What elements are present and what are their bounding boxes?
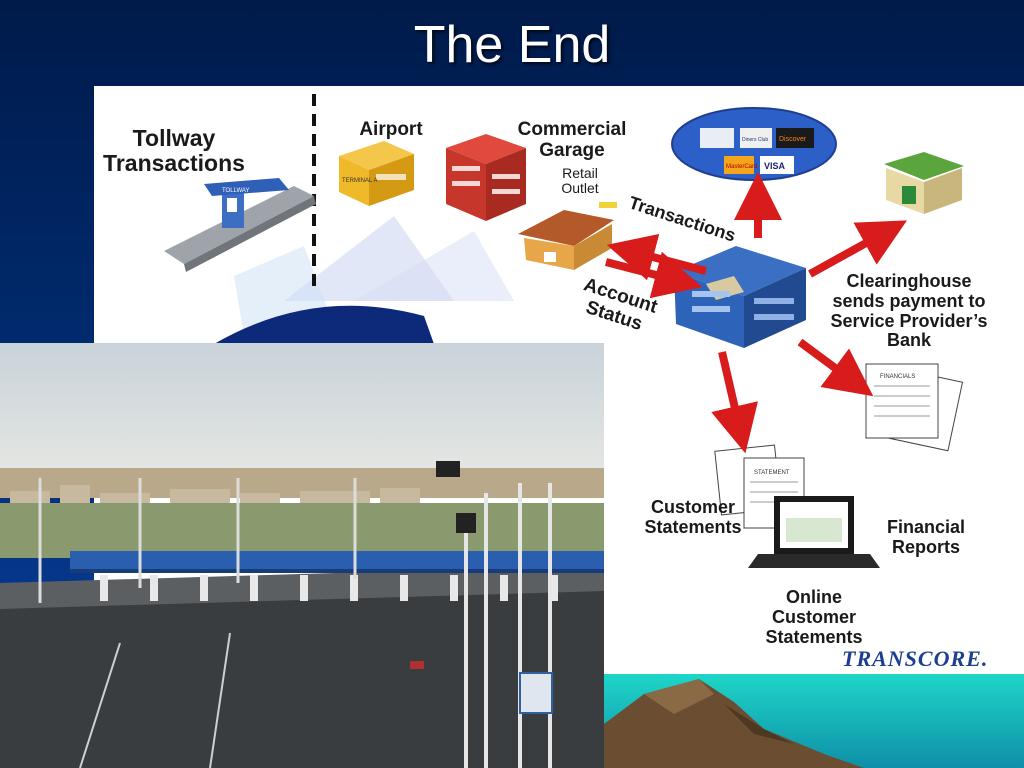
arrow-account-status bbox=[604, 251, 703, 299]
commercial-garage-label: Commercial Garage bbox=[517, 119, 627, 161]
arrow-to-bank bbox=[808, 220, 908, 278]
online-statements-label: Online Customer Statements bbox=[765, 587, 863, 647]
town-skyline bbox=[10, 485, 420, 505]
beam-shape bbox=[354, 231, 514, 301]
transcore-logo: TRANSCORE. bbox=[842, 646, 989, 671]
financials-document-icon: FINANCIALS bbox=[865, 363, 964, 452]
garage-building-icon bbox=[446, 134, 526, 221]
customer-statements-label: Customer Statements bbox=[644, 497, 742, 537]
arrow-to-statements bbox=[711, 351, 758, 454]
tollway-sign: TOLLWAY bbox=[222, 188, 249, 194]
laptop-icon bbox=[748, 496, 880, 568]
clearinghouse-building-icon bbox=[674, 246, 806, 348]
bank-building-icon bbox=[884, 152, 964, 214]
retail-outlet-label: Retail Outlet bbox=[561, 165, 599, 197]
financial-reports-label: Financial Reports bbox=[886, 517, 966, 557]
globe-arc bbox=[214, 305, 434, 344]
clearinghouse-label: Clearinghouse sends payment to Service P… bbox=[830, 271, 988, 351]
toll-canopy bbox=[70, 551, 604, 569]
transaction-flow-diagram: TOLLWAY TERMINAL A bbox=[164, 94, 964, 568]
financials-doc-title: FINANCIALS bbox=[880, 374, 915, 380]
slide-title: The End bbox=[413, 16, 611, 74]
retail-outlet-icon bbox=[518, 202, 617, 270]
terminal-sign: TERMINAL A bbox=[342, 178, 377, 184]
mastercard-logo: MasterCard bbox=[726, 164, 757, 170]
tollway-transactions-label: Tollway Transactions bbox=[103, 125, 245, 177]
discover-logo: Discover bbox=[779, 136, 807, 143]
airport-building-icon: TERMINAL A bbox=[339, 141, 414, 206]
visa-logo: VISA bbox=[764, 161, 786, 171]
light-tower bbox=[464, 483, 552, 768]
tollway-booth-icon: TOLLWAY bbox=[164, 178, 316, 272]
island-ocean-art bbox=[604, 674, 1024, 768]
road-sign bbox=[519, 672, 553, 714]
statement-doc-title: STATEMENT bbox=[754, 470, 790, 476]
toll-plaza-illustration bbox=[0, 343, 604, 768]
island-illustration bbox=[604, 674, 1024, 768]
credit-card-network-icon: Discover MasterCard VISA Diners Club bbox=[671, 107, 837, 181]
arrow-to-financials bbox=[797, 338, 874, 397]
toll-plaza-photo bbox=[0, 343, 604, 768]
diners-logo: Diners Club bbox=[742, 137, 768, 143]
airport-label: Airport bbox=[359, 119, 423, 140]
